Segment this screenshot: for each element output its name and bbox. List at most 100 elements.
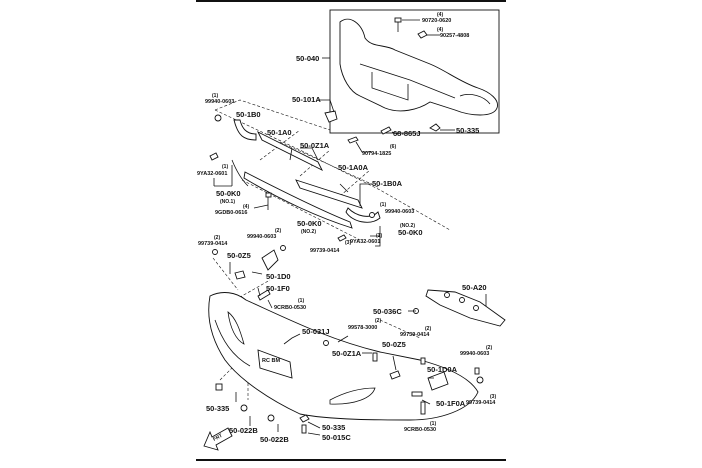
qty-9crb0-0530-a: (1): [298, 298, 304, 304]
clip-50-335: [299, 414, 310, 423]
bracket-50-1d0a: [427, 371, 449, 391]
license-plate: RC BM: [257, 349, 293, 379]
nut-icon: [476, 376, 484, 384]
note-no2-right: (NO.2): [400, 223, 415, 229]
bracket-50-1d0: [261, 249, 279, 271]
label-50-1b0: 50-1B0: [236, 110, 261, 119]
qty-9crb0-0530-b: (1): [430, 421, 436, 427]
qty-99739-0414-c: (2): [425, 326, 431, 332]
label-99739-0414-a: 99739-0414: [198, 241, 228, 247]
label-50-1f0: 50-1F0: [266, 284, 290, 293]
bottom-border-bar: [196, 459, 506, 461]
label-68-865j: 68-865J: [393, 129, 421, 138]
fastener-50-0z1a: [372, 352, 378, 362]
label-9crb0-0530-a: 9CRB0-0530: [274, 305, 306, 311]
label-50-0k0-no1: 50-0K0: [216, 189, 241, 198]
label-50-040: 50-040: [296, 54, 319, 63]
qty-99739-0414-a: (2): [214, 235, 220, 241]
label-50-1a0: 50-1A0: [267, 128, 292, 137]
bolt-icon: [265, 192, 272, 198]
label-50-0z1a-top: 50-0Z1A: [300, 141, 330, 150]
label-50-101a: 50-101A: [292, 95, 321, 104]
top-border-bar: [196, 0, 506, 2]
bolt-icon: [394, 17, 402, 23]
label-50-0z5-right: 50-0Z5: [382, 340, 406, 349]
label-50-1b0a: 50-1B0A: [372, 179, 403, 188]
label-50-1d0a: 50-1D0A: [427, 365, 458, 374]
label-9ya32-0601-a: 9YA32-0601: [197, 171, 227, 177]
label-99940-0603-c: 99940-0603: [247, 234, 276, 240]
front-arrow-label: FRT: [212, 433, 223, 443]
bracket-50-101a: [324, 110, 338, 123]
label-99739-0414-c: 99739-0414: [400, 332, 430, 338]
label-50-022b-b: 50-022B: [260, 435, 289, 444]
qty-99940-0603-d: (2): [486, 345, 492, 351]
bolt-50-015c: [301, 424, 307, 434]
leader-lines: [213, 147, 487, 436]
bumper-cover-50-031j: [208, 292, 479, 421]
label-99940-0603-b: 99940-0603: [385, 209, 414, 215]
label-50-022b-a: 50-022B: [229, 426, 258, 435]
label-99739-0414-d: 99739-0414: [466, 400, 496, 406]
bracket-50-1b0: [233, 119, 257, 141]
label-90720-0620: 90720-0620: [422, 18, 451, 24]
clip-icon: [429, 123, 441, 132]
nut-icon: [214, 114, 222, 122]
qty-90794-1825: (6): [390, 144, 396, 150]
license-plate-text: RC BM: [262, 358, 280, 364]
label-9gdb0-0616: 9GDB0-0616: [215, 210, 247, 216]
bracket-50-1b0a: [345, 207, 381, 223]
label-50-1a0a: 50-1A0A: [338, 163, 369, 172]
label-99940-0603-d: 99940-0603: [460, 351, 489, 357]
label-50-0z5-left: 50-0Z5: [227, 251, 251, 260]
grommet-icon: [323, 340, 329, 346]
screw-icon: [420, 401, 426, 415]
front-direction-arrow: FRT: [203, 427, 233, 451]
bolt-icon: [347, 136, 359, 144]
grommet-icon: [212, 249, 218, 255]
qty-99940-0603-b: (1): [380, 202, 386, 208]
label-50-0k0-center: 50-0K0: [297, 219, 322, 228]
bracket-50-0z5: [389, 370, 401, 380]
label-9crb0-0530-b: 9CRB0-0530: [404, 427, 436, 433]
screw-icon: [209, 152, 219, 161]
bracket-50-0z5: [234, 270, 246, 280]
reinforcement-inset-box: [322, 9, 500, 134]
label-99940-0603-a: 99940-0603: [205, 99, 234, 105]
plug-50-022b: [240, 404, 248, 412]
qty-90257-4808: (4): [437, 27, 443, 33]
qty-9ya32-0601-b: (1): [376, 233, 382, 239]
bracket-50-1f0: [257, 289, 271, 301]
plug-50-022b: [267, 414, 275, 422]
label-50-036c: 50-036C: [373, 307, 402, 316]
label-50-335-lower-left: 50-335: [206, 404, 229, 413]
bracket-50-1f0a: [411, 391, 423, 397]
label-99578-3000: 99578-3000: [348, 325, 377, 331]
label-99739-0414-b: 99739-0414: [310, 248, 340, 254]
qty-90720-0620: (4): [437, 12, 443, 18]
absorber-50-1a0: [256, 130, 324, 172]
label-50-335-lower-right: 50-335: [322, 423, 345, 432]
clip-50-335: [215, 383, 223, 391]
note-no1: (NO.1): [220, 199, 235, 205]
nut-icon: [369, 212, 375, 218]
qty-99578-3000: (2): [375, 318, 381, 324]
qty-9gdb0-0616: (4): [243, 204, 249, 210]
label-90794-1825: 90794-1825: [362, 151, 391, 157]
label-50-0k0-right: 50-0K0: [398, 228, 423, 237]
note-no2-center: (NO.2): [301, 229, 316, 235]
nut-icon: [417, 30, 428, 39]
qty-99940-0603-a: (1): [212, 93, 218, 99]
label-50-a20: 50-A20: [462, 283, 487, 292]
label-9ya32-0601-b: 9YA32-0601: [350, 239, 380, 245]
reinforcement-50-a20: [425, 289, 506, 327]
label-50-335-top: 50-335: [456, 126, 479, 135]
absorber-50-1a0a: [295, 179, 363, 209]
qty-99739-0414-b: (3): [345, 240, 351, 246]
qty-99940-0603-c: (2): [275, 228, 281, 234]
callout-labels: (4) 90720-0620 (4) 90257-4808 50-040 50-…: [197, 12, 496, 444]
label-50-031j: 50-031J: [302, 327, 330, 336]
label-50-1f0a: 50-1F0A: [436, 399, 466, 408]
label-50-015c: 50-015C: [322, 433, 351, 442]
